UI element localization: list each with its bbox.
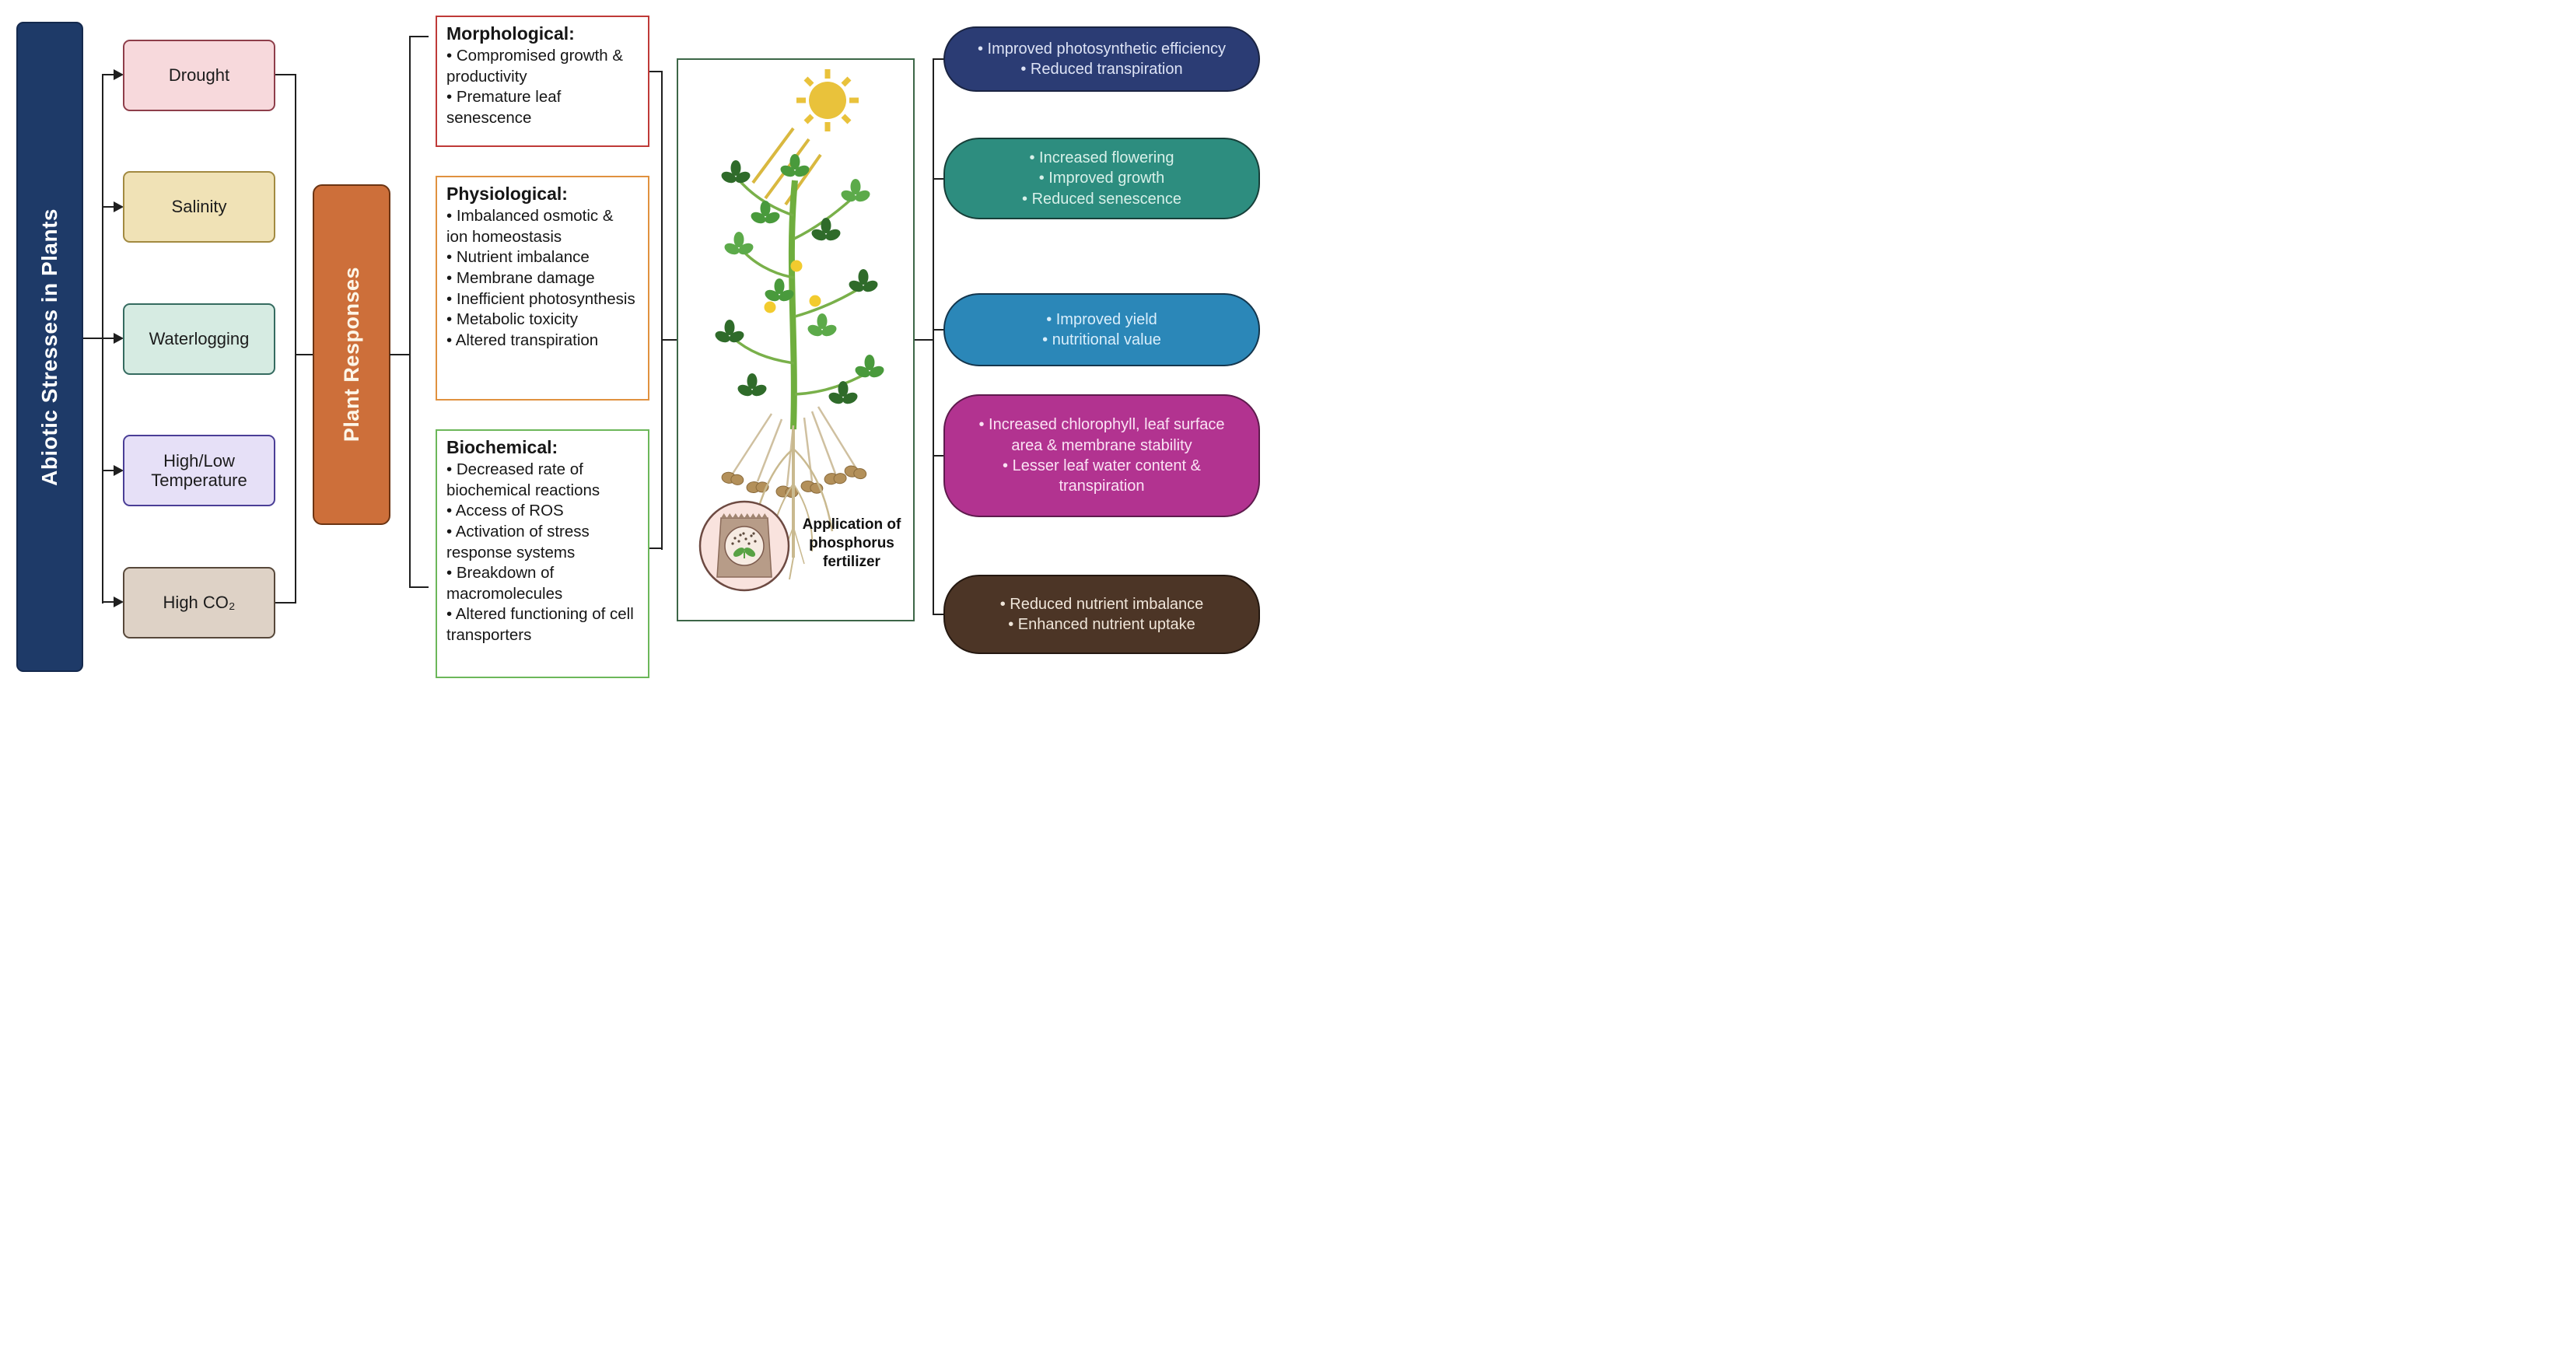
bullet-item: • Breakdown of macromolecules	[446, 564, 563, 603]
outcomes-nub-1	[933, 58, 944, 60]
bullet-item: • Activation of stress response systems	[446, 522, 590, 562]
arrow-head-salinity	[114, 201, 124, 212]
stress-label-drought: Drought	[168, 65, 230, 86]
response-bullets-biochemical: • Decreased rate of biochemical reaction…	[446, 460, 639, 646]
stress-bracket-top-nub	[275, 74, 296, 75]
phosphorus-treatment-panel: Application of phosphorus fertilizer	[677, 58, 915, 621]
stress-bracket-bottom-nub	[275, 602, 296, 604]
stress-label-temperature: High/Low Temperature	[151, 450, 247, 490]
panel-bracket-mid-connector	[662, 339, 677, 341]
panel-bracket-top-nub	[649, 71, 663, 72]
connector-feed-line	[83, 338, 103, 339]
abiotic-stresses-bar: Abiotic Stresses in Plants	[16, 22, 83, 672]
response-title-biochemical: Biochemical:	[446, 437, 558, 457]
pill-lines: • Reduced nutrient imbalance • Enhanced n…	[1000, 594, 1204, 635]
bullet-item: • Premature leaf senescence	[446, 88, 562, 127]
pill-lines: • Increased chlorophyll, leaf surface ar…	[965, 415, 1238, 497]
bullet-item: • Compromised growth & productivity	[446, 47, 624, 86]
bullet-item: • Altered functioning of cell transporte…	[446, 605, 634, 645]
bullet-item: • Access of ROS	[446, 502, 564, 520]
outcome-pill-photosynthesis: • Improved photosynthetic efficiency • Re…	[943, 26, 1260, 92]
responses-bracket-top-nub	[410, 36, 429, 37]
stress-bracket-vertical	[295, 74, 296, 604]
arrow-line-co2	[102, 601, 114, 603]
pill-line: • Lesser leaf water content & transpirat…	[1003, 457, 1201, 495]
responses-bracket-bottom-nub	[410, 586, 429, 588]
outcomes-bracket-vertical	[933, 58, 934, 615]
responses-bracket-vertical	[409, 36, 411, 588]
outcome-pill-yield: • Improved yield • nutritional value	[943, 293, 1260, 366]
pill-line: • Increased flowering	[1029, 149, 1174, 166]
response-bullets-morphological: • Compromised growth & productivity• Pre…	[446, 46, 639, 129]
pill-line: • Improved growth	[1038, 170, 1165, 187]
response-box-biochemical: Biochemical: • Decreased rate of biochem…	[436, 429, 649, 678]
peanut-plant-illustration	[698, 69, 886, 592]
pill-line: • Reduced senescence	[1022, 190, 1181, 208]
stress-box-temperature: High/Low Temperature	[123, 435, 275, 506]
stress-bracket-mid-connector	[296, 354, 313, 355]
response-bullets-physiological: • Imbalanced osmotic & ion homeostasis • …	[446, 206, 639, 351]
panel-bracket-vertical	[661, 71, 663, 550]
stress-box-salinity: Salinity	[123, 171, 275, 243]
stress-box-waterlogging: Waterlogging	[123, 303, 275, 375]
panel-bracket-bottom-nub	[649, 548, 663, 549]
stress-box-co2: High CO₂	[123, 567, 275, 639]
flower-icons	[764, 260, 821, 313]
pill-line: • Reduced nutrient imbalance	[999, 595, 1204, 613]
stress-label-waterlogging: Waterlogging	[149, 329, 250, 349]
response-box-morphological: Morphological: • Compromised growth & pr…	[436, 16, 649, 147]
abiotic-stress-diagram: Abiotic Stresses in Plants Drought Salin…	[0, 0, 1288, 680]
bullet-item: • Inefficient photosynthesis	[446, 289, 635, 308]
pill-line: • Reduced transpiration	[1020, 61, 1183, 78]
arrow-line-temperature	[102, 470, 114, 471]
panel-caption: Application of phosphorus fertilizer	[802, 516, 901, 570]
arrow-head-co2	[114, 597, 124, 607]
fertilizer-bag-icon	[698, 500, 790, 592]
bullet-item: • Decreased rate of biochemical reaction…	[446, 460, 600, 499]
pill-line: • Improved photosynthetic efficiency	[977, 40, 1227, 58]
arrow-head-waterlogging	[114, 333, 124, 344]
arrow-line-salinity	[102, 206, 114, 208]
outcomes-nub-3	[933, 329, 944, 331]
pill-line: • Increased chlorophyll, leaf surface ar…	[978, 416, 1225, 454]
arrow-line-waterlogging	[102, 338, 114, 339]
arrow-line-drought	[102, 74, 114, 75]
outcomes-mid-connector	[915, 339, 934, 341]
pill-line: • nutritional value	[1042, 331, 1161, 348]
stress-label-salinity: Salinity	[171, 197, 227, 217]
pill-line: • Improved yield	[1046, 310, 1157, 328]
pill-lines: • Improved yield • nutritional value	[1042, 310, 1161, 351]
outcome-pill-chlorophyll: • Increased chlorophyll, leaf surface ar…	[943, 394, 1260, 517]
pill-line: • Enhanced nutrient uptake	[1008, 616, 1195, 633]
bullet-item: • Nutrient imbalance	[446, 248, 590, 267]
outcomes-nub-2	[933, 178, 944, 180]
abiotic-stresses-label: Abiotic Stresses in Plants	[37, 208, 61, 486]
stress-label-co2: High CO₂	[163, 593, 236, 613]
plant-responses-label: Plant Responses	[339, 267, 363, 443]
response-title-morphological: Morphological:	[446, 23, 575, 44]
response-box-physiological: Physiological: • Imbalanced osmotic & io…	[436, 176, 649, 401]
plant-responses-bar: Plant Responses	[313, 184, 390, 525]
arrow-head-drought	[114, 69, 124, 80]
bullet-item: • Metabolic toxicity	[446, 310, 578, 329]
bullet-item: • Imbalanced osmotic & ion homeostasis	[446, 207, 614, 246]
bullet-item: • Altered transpiration	[446, 331, 599, 349]
peanut-plant	[713, 154, 886, 580]
outcome-pill-nutrient: • Reduced nutrient imbalance • Enhanced n…	[943, 575, 1260, 654]
outcomes-nub-4	[933, 455, 944, 457]
arrow-head-temperature	[114, 465, 124, 476]
outcomes-nub-5	[933, 614, 944, 615]
pill-lines: • Improved photosynthetic efficiency • Re…	[978, 39, 1226, 80]
pill-lines: • Increased flowering • Improved growth • …	[1022, 148, 1181, 209]
responses-mid-connector	[390, 354, 411, 355]
outcome-pill-flowering: • Increased flowering • Improved growth • …	[943, 138, 1260, 219]
stress-box-drought: Drought	[123, 40, 275, 111]
bullet-item: • Membrane damage	[446, 268, 595, 287]
sun-icon	[751, 69, 859, 206]
roots	[751, 429, 834, 580]
sprout-icon	[733, 548, 756, 558]
response-title-physiological: Physiological:	[446, 184, 568, 204]
